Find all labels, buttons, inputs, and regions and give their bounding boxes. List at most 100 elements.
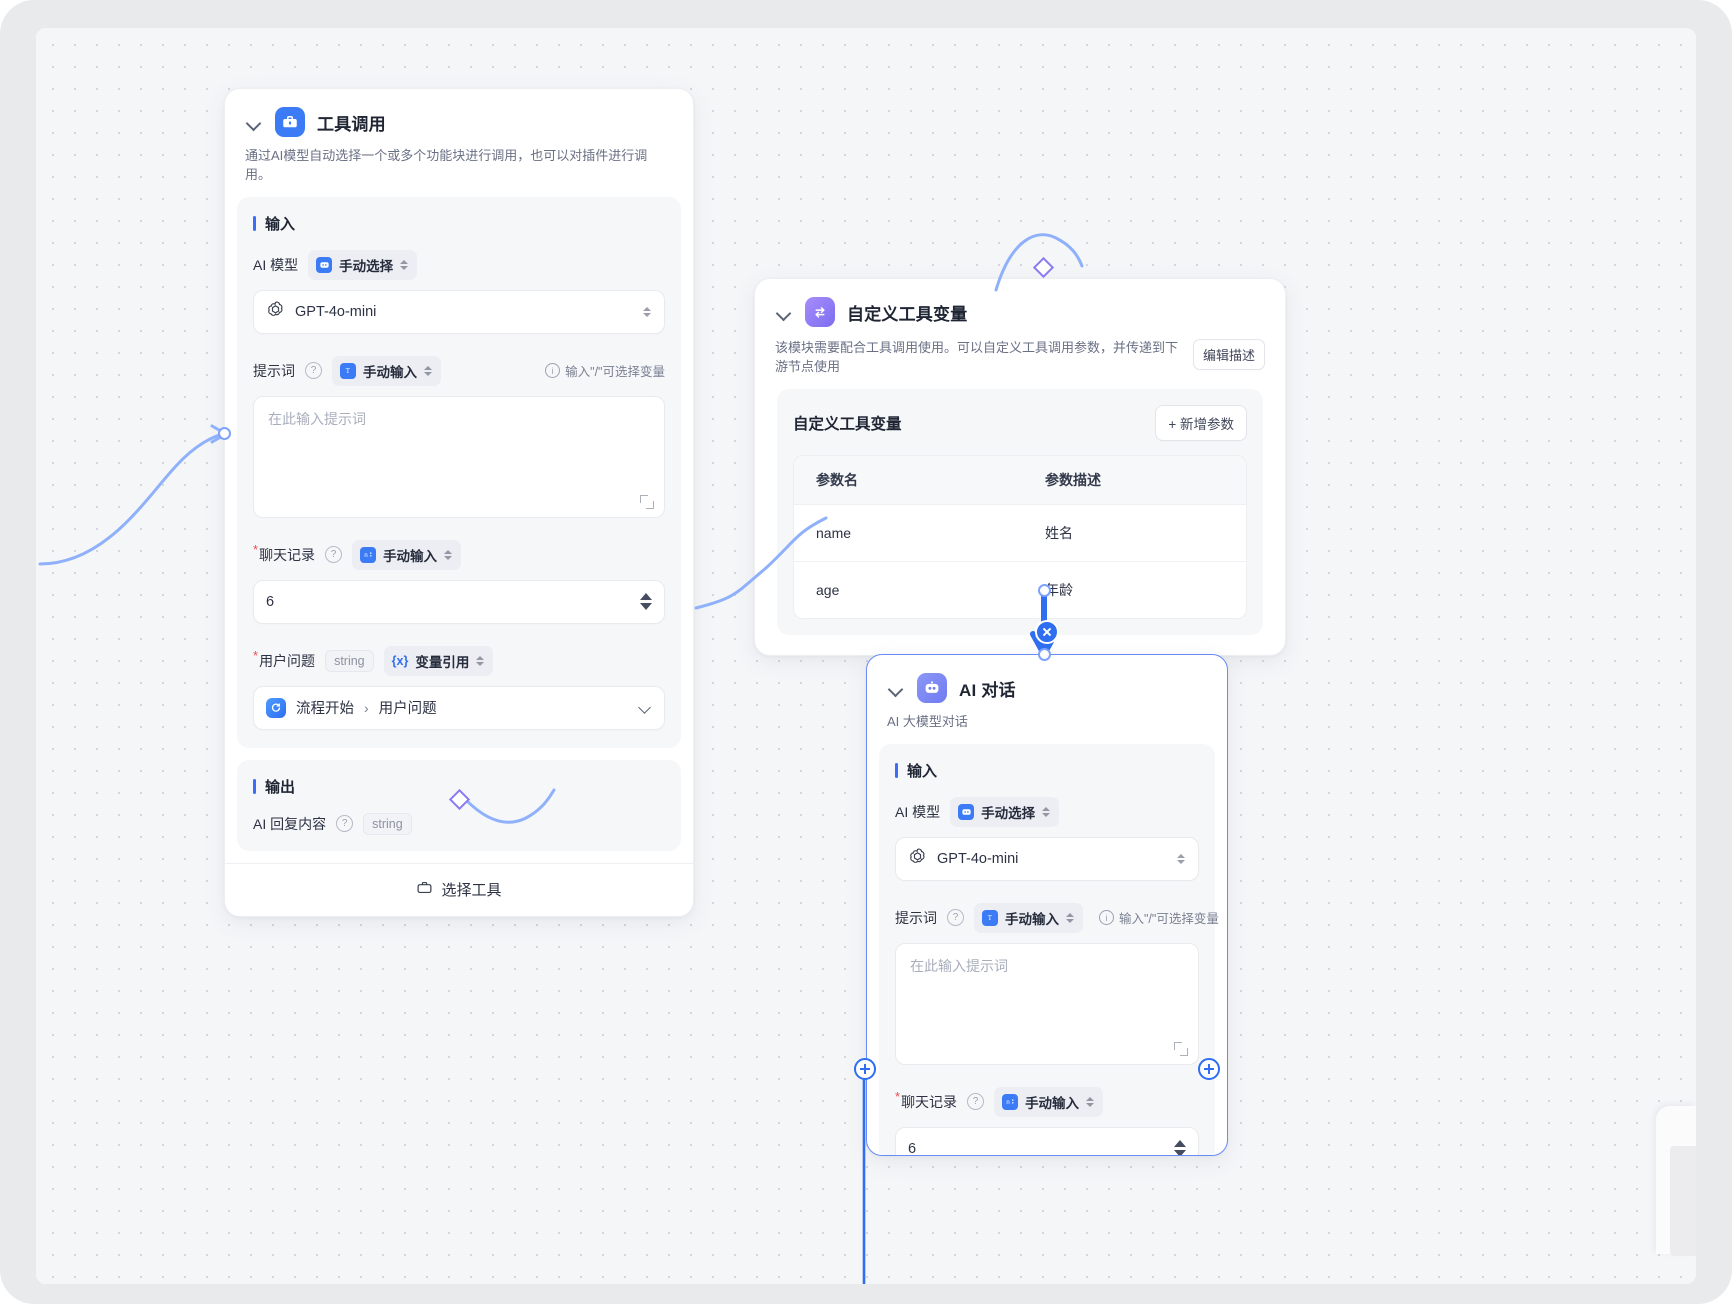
node-ai-chat-title: AI 对话	[959, 680, 1016, 700]
model-select-input[interactable]: GPT-4o-mini	[895, 836, 1199, 881]
history-number-input[interactable]: 6	[253, 579, 665, 624]
question-type-tag: string	[325, 649, 374, 672]
stepper-up-icon	[640, 593, 652, 601]
breadcrumb-separator-icon: ›	[364, 699, 369, 716]
help-icon[interactable]: ?	[967, 1093, 985, 1111]
history-number-input[interactable]: 6	[895, 1126, 1199, 1156]
edit-description-button[interactable]: 编辑描述	[1192, 339, 1265, 370]
prompt-mode-select[interactable]: T 手动输入	[332, 355, 441, 386]
add-node-handle-left[interactable]	[854, 1058, 876, 1080]
node-custom-tool-variable[interactable]: 自定义工具变量 该模块需要配合工具调用使用。可以自定义工具调用参数，并传递到下游…	[754, 278, 1286, 656]
question-field-name: 用户问题	[378, 701, 437, 718]
model-mode-value: 手动选择	[339, 258, 394, 274]
question-variable-input[interactable]: 流程开始 › 用户问题	[253, 685, 665, 730]
ai-chat-prompt-row: 提示词 ? T 手动输入 i 输入"/"可选择变量	[895, 902, 1219, 933]
openai-icon	[908, 847, 927, 871]
prompt-mode-value: 手动输入	[363, 364, 417, 380]
chevron-updown-icon	[1086, 1095, 1095, 1109]
prompt-placeholder: 在此输入提示词	[268, 410, 366, 427]
collapse-chevron-icon[interactable]	[245, 113, 263, 131]
flow-start-icon	[266, 697, 286, 718]
model-dropdown-chevron-icon[interactable]	[643, 305, 652, 319]
svg-text:n: n	[364, 553, 367, 559]
robot-icon	[958, 803, 975, 820]
prompt-hint-text: 输入"/"可选择变量	[565, 365, 665, 380]
input-section-title: 输入	[895, 760, 1199, 781]
number-stepper[interactable]	[640, 593, 652, 611]
node-tool-call-description: 通过AI模型自动选择一个或多个功能块进行调用，也可以对插件进行调用。	[245, 148, 648, 182]
number-stepper[interactable]	[1174, 1140, 1186, 1155]
help-icon[interactable]: ?	[325, 546, 343, 564]
port-tool-call-input[interactable]	[218, 427, 231, 440]
help-icon[interactable]: ?	[336, 815, 354, 833]
model-dropdown-chevron-icon[interactable]	[1177, 852, 1186, 866]
workflow-canvas[interactable]: 工具调用 通过AI模型自动选择一个或多个功能块进行调用，也可以对插件进行调用。 …	[36, 28, 1696, 1284]
table-row: age 年龄	[794, 562, 1246, 618]
text-input-icon: T	[340, 362, 356, 379]
expand-icon[interactable]	[640, 494, 654, 509]
node-ai-chat[interactable]: AI 对话 AI 大模型对话 输入 AI 模型	[866, 654, 1228, 1156]
select-tool-label: 选择工具	[441, 882, 502, 900]
output-label: AI 回复内容	[253, 815, 327, 832]
node-tool-call-header: 工具调用 通过AI模型自动选择一个或多个功能块进行调用，也可以对插件进行调用。	[225, 89, 693, 197]
prompt-textarea[interactable]: 在此输入提示词	[895, 942, 1199, 1065]
ai-chat-input-section: 输入 AI 模型 手动选择	[879, 743, 1219, 1156]
prompt-textarea[interactable]: 在此输入提示词	[253, 395, 665, 518]
question-mode-select[interactable]: {x} 变量引用	[383, 645, 494, 676]
model-value: GPT-4o-mini	[937, 850, 1019, 867]
history-mode-select[interactable]: n 手动输入	[352, 539, 462, 570]
custom-variable-panel-header: 自定义工具变量 + 新增参数	[793, 404, 1247, 441]
chevron-updown-icon	[476, 654, 485, 668]
node-tool-call[interactable]: 工具调用 通过AI模型自动选择一个或多个功能块进行调用，也可以对插件进行调用。 …	[224, 88, 694, 917]
port-ai-chat-input[interactable]	[1038, 648, 1051, 661]
section-accent-bar	[253, 778, 256, 794]
input-section-label: 输入	[265, 215, 296, 233]
question-mode-value: 变量引用	[415, 654, 470, 670]
stepper-down-icon	[1174, 1150, 1186, 1155]
history-mode-select[interactable]: n 手动输入	[994, 1086, 1104, 1117]
edge-delete-button[interactable]	[1035, 620, 1059, 644]
variable-swap-icon	[805, 297, 835, 327]
add-node-handle-right[interactable]	[1198, 1058, 1220, 1080]
model-select-input[interactable]: GPT-4o-mini	[253, 289, 665, 334]
required-marker: *	[895, 1089, 901, 1105]
node-custom-var-desc-row: 该模块需要配合工具调用使用。可以自定义工具调用参数，并传递到下游节点使用 编辑描…	[775, 339, 1265, 377]
expand-icon[interactable]	[1174, 1041, 1188, 1056]
tool-call-history-row: *聊天记录 ? n 手动输入	[253, 539, 665, 570]
model-mode-select[interactable]: 手动选择	[950, 796, 1060, 827]
select-tool-button[interactable]: 选择工具	[225, 862, 693, 916]
help-icon[interactable]: ?	[305, 362, 322, 380]
model-mode-select[interactable]: 手动选择	[308, 249, 418, 280]
right-side-panel[interactable]	[1656, 1106, 1696, 1256]
prompt-mode-select[interactable]: T 手动输入	[974, 902, 1083, 933]
model-value: GPT-4o-mini	[295, 303, 377, 320]
collapse-chevron-icon[interactable]	[775, 303, 793, 321]
required-marker: *	[253, 648, 259, 664]
toolbox-icon	[275, 107, 305, 137]
history-mode-value: 手动输入	[383, 548, 438, 564]
output-type-tag: string	[363, 812, 412, 835]
parameters-table: 参数名 参数描述 操作 name 姓名	[793, 454, 1247, 619]
chevron-updown-icon	[444, 548, 453, 562]
question-dropdown-chevron-icon[interactable]	[639, 701, 652, 714]
port-custom-var-output[interactable]	[1038, 584, 1051, 597]
prompt-mode-value: 手动输入	[1005, 911, 1059, 927]
history-value: 6	[908, 1140, 917, 1156]
tool-call-question-row: *用户问题 string {x} 变量引用	[253, 645, 665, 676]
port-custom-var-input[interactable]	[1032, 256, 1055, 279]
variable-icon: {x}	[391, 653, 409, 668]
add-parameter-button[interactable]: + 新增参数	[1155, 404, 1247, 441]
svg-text:T: T	[987, 915, 992, 922]
chevron-updown-icon	[400, 258, 409, 272]
node-ai-chat-description: AI 大模型对话	[887, 714, 968, 729]
stepper-down-icon	[640, 603, 652, 611]
required-marker: *	[253, 542, 259, 558]
tool-call-prompt-row: 提示词 ? T 手动输入 i 输入"/"可选择变量	[253, 355, 665, 386]
collapse-chevron-icon[interactable]	[887, 679, 905, 697]
model-label: AI 模型	[253, 256, 299, 273]
prompt-label: 提示词	[895, 909, 937, 926]
robot-face-icon	[917, 673, 947, 703]
help-icon[interactable]: ?	[947, 909, 964, 927]
chevron-updown-icon	[1042, 805, 1051, 819]
